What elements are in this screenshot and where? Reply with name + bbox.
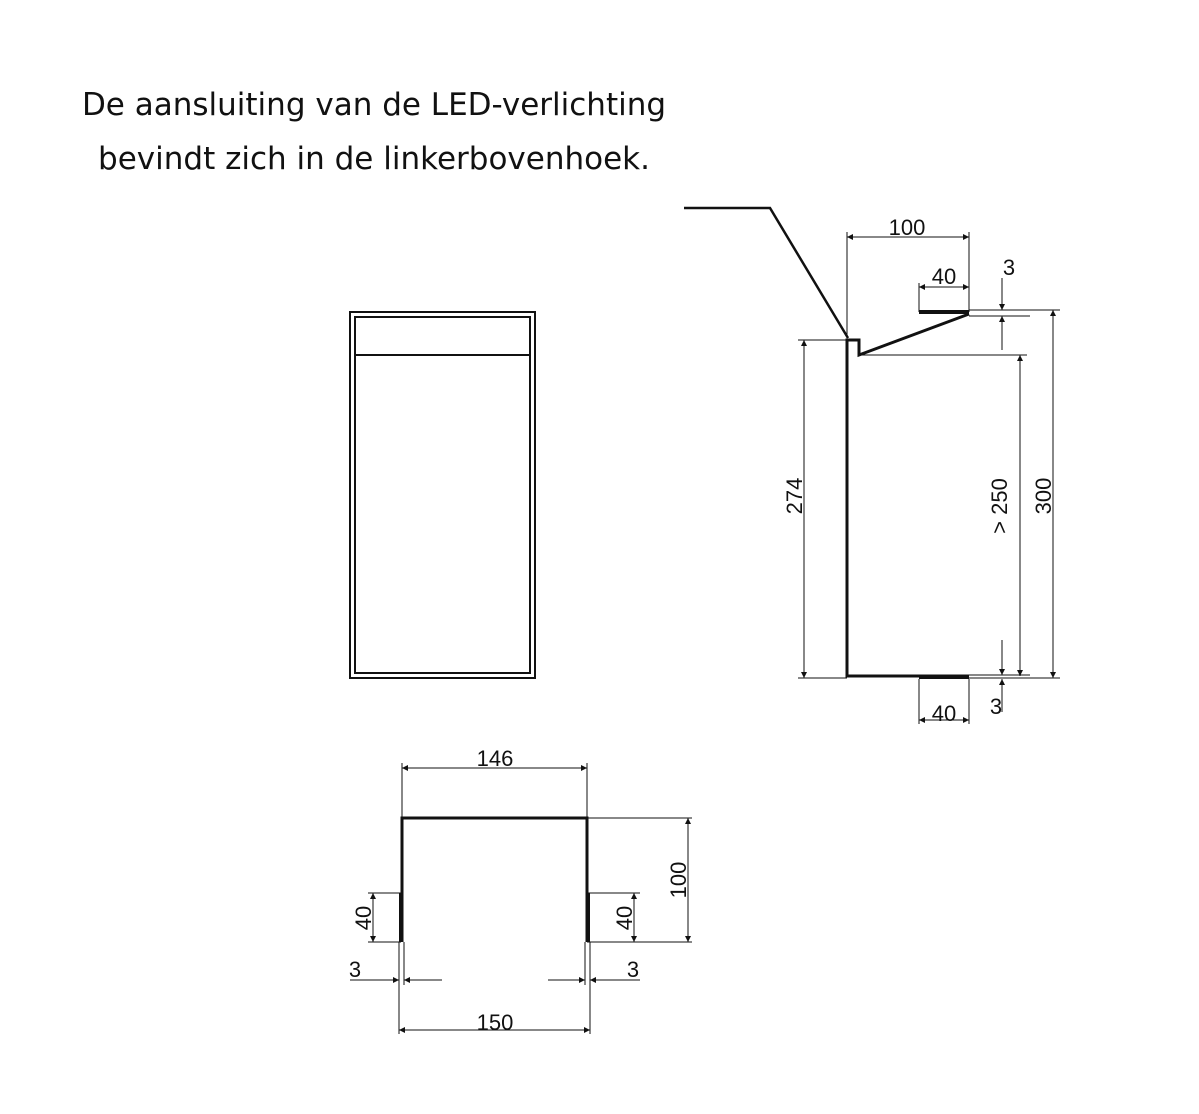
dim-min-clearance: > 250 [987,478,1012,534]
dim-left-thickness: 3 [349,957,361,982]
front-view [349,311,536,679]
dim-bottom-bracket-thickness: 3 [990,694,1002,719]
dim-right-thickness: 3 [627,957,639,982]
dim-top-bracket-length: 40 [932,264,956,289]
led-connection-leader [684,206,850,339]
side-profile [845,312,970,678]
top-view: 146 100 40 40 3 3 150 [349,746,692,1035]
dim-outer-width: 150 [477,1010,514,1035]
dim-depth: 100 [666,862,691,899]
dim-inner-width: 146 [477,746,514,771]
front-outer-frame [349,311,536,679]
dim-left-bracket: 40 [351,906,376,930]
dim-bottom-bracket-length: 40 [932,701,956,726]
note-line-2: bevindt zich in de linkerbovenhoek. [98,141,650,177]
led-connection-note: De aansluiting van de LED-verlichting be… [60,78,688,186]
dim-right-bracket: 40 [612,906,637,930]
dim-total-height: 300 [1031,478,1056,515]
top-profile [400,816,589,942]
dim-back-height: 274 [782,478,807,515]
side-view: 100 40 3 274 > 250 300 40 3 [684,206,1060,726]
dim-top-width: 100 [889,215,926,240]
note-line-1: De aansluiting van de LED-verlichting [81,87,667,123]
dim-top-bracket-thickness: 3 [1003,255,1015,280]
front-inner-frame [354,316,531,674]
